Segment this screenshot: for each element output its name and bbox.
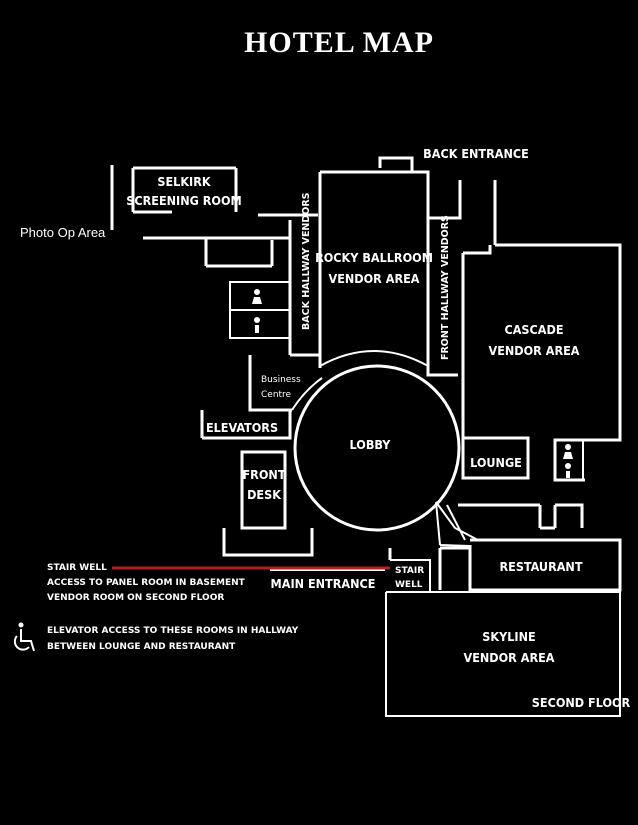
selkirk-label: SELKIRK <box>157 174 212 189</box>
cascade-vendor-label: VENDOR AREA <box>488 343 579 358</box>
photo-op-label: Photo Op Area <box>20 225 106 240</box>
floor-plan-walls <box>110 156 622 717</box>
elevators-label: ELEVATORS <box>206 420 278 435</box>
stair-note-line-2: ACCESS TO PANEL ROOM IN BASEMENT <box>47 578 246 588</box>
rocky-vendor-label: VENDOR AREA <box>328 271 419 286</box>
rocky-ballroom-label: ROCKY BALLROOM <box>315 250 433 265</box>
second-floor-label: SECOND FLOOR <box>532 695 631 710</box>
screening-room-label: SCREENING ROOM <box>126 193 242 208</box>
stair-note-line-1: STAIR WELL <box>47 563 107 573</box>
wheelchair-icon <box>13 622 35 652</box>
business-centre-label-2: Centre <box>261 390 292 400</box>
elevator-note-line-1: ELEVATOR ACCESS TO THESE ROOMS IN HALLWA… <box>47 626 299 636</box>
back-hallway-vendors-label: BACK HALLWAY VENDORS <box>301 192 312 330</box>
elevator-note-line-2: BETWEEN LOUNGE AND RESTAURANT <box>47 642 236 652</box>
main-entrance-label: MAIN ENTRANCE <box>271 576 376 591</box>
stair-well-label-1: STAIR <box>395 566 424 576</box>
front-hallway-vendors-label: FRONT HALLWAY VENDORS <box>440 215 451 360</box>
lobby-label: LOBBY <box>350 437 392 452</box>
front-desk-label-2: DESK <box>247 487 282 502</box>
front-desk-label-1: FRONT <box>243 467 286 482</box>
business-centre-label-1: Business <box>261 375 301 385</box>
stair-note-line-3: VENDOR ROOM ON SECOND FLOOR <box>47 593 224 603</box>
cascade-label: CASCADE <box>504 322 563 337</box>
skyline-vendor-label: VENDOR AREA <box>463 650 554 665</box>
stair-well-label-2: WELL <box>395 580 423 590</box>
skyline-label: SKYLINE <box>482 629 535 644</box>
restaurant-label: RESTAURANT <box>499 559 582 574</box>
restroom-icon <box>252 289 573 478</box>
back-entrance-label: BACK ENTRANCE <box>423 146 529 161</box>
map-title: HOTEL MAP <box>244 26 434 59</box>
lounge-label: LOUNGE <box>470 455 522 470</box>
